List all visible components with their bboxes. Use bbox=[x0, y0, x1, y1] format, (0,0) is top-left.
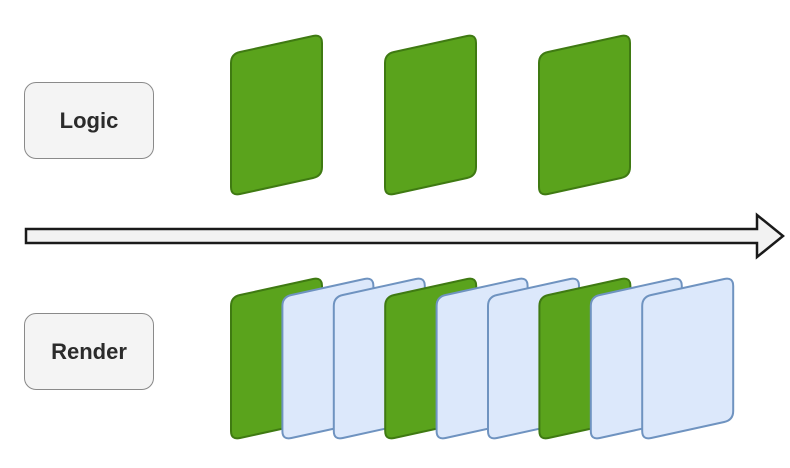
render-label: Render bbox=[51, 338, 127, 364]
logic-update-frame-3 bbox=[538, 34, 631, 196]
logic-frames bbox=[230, 34, 631, 196]
time-arrow bbox=[24, 212, 785, 260]
logic-label-box: Logic bbox=[24, 82, 154, 159]
render-label-box: Render bbox=[24, 313, 154, 390]
logic-label: Logic bbox=[59, 107, 119, 133]
render-interpolated-frame-9 bbox=[641, 277, 735, 440]
logic-update-frame-1 bbox=[230, 34, 323, 196]
logic-update-frame-2 bbox=[384, 34, 477, 196]
render-frames bbox=[230, 277, 735, 440]
